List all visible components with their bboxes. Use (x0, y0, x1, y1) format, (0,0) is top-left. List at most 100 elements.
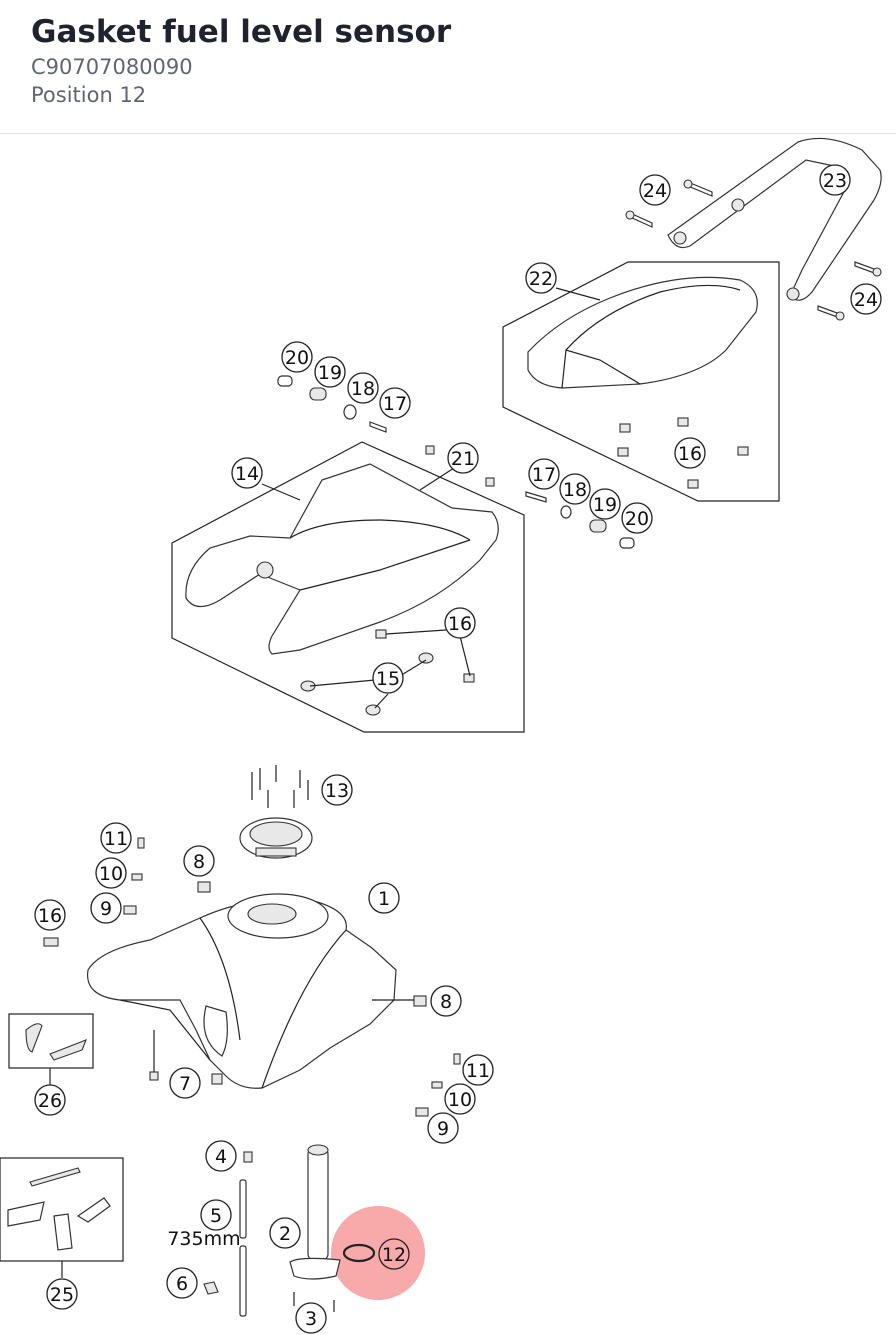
clips-16-upper (617, 417, 749, 489)
callout-7[interactable]: 7 (169, 1067, 201, 1099)
callout-18a[interactable]: 18 (347, 372, 379, 404)
fasteners-15-16 (300, 445, 495, 716)
callout-22[interactable]: 22 (525, 262, 557, 294)
callout-15[interactable]: 15 (372, 662, 404, 694)
svg-text:5: 5 (210, 1205, 222, 1227)
svg-text:8: 8 (440, 991, 452, 1013)
spacers-lower (525, 491, 635, 549)
svg-text:20: 20 (285, 347, 309, 369)
callout-16b[interactable]: 16 (444, 607, 476, 639)
svg-text:16: 16 (448, 613, 472, 635)
callout-16c[interactable]: 16 (34, 899, 66, 931)
callout-8b[interactable]: 8 (430, 985, 462, 1017)
callout-2[interactable]: 2 (269, 1217, 301, 1249)
svg-text:22: 22 (529, 268, 553, 290)
fuel-pump (289, 1144, 341, 1312)
svg-text:6: 6 (176, 1273, 188, 1295)
page-title: Gasket fuel level sensor (31, 14, 452, 50)
svg-text:25: 25 (50, 1284, 74, 1306)
svg-text:13: 13 (325, 780, 349, 802)
bolts-24 (625, 179, 882, 321)
callout-10a[interactable]: 10 (95, 857, 127, 889)
rider-seat (185, 463, 499, 655)
svg-text:16: 16 (38, 905, 62, 927)
svg-text:19: 19 (593, 494, 617, 516)
svg-text:9: 9 (437, 1118, 449, 1140)
svg-text:24: 24 (854, 289, 878, 311)
svg-text:2: 2 (279, 1223, 291, 1245)
seat-22-frame (502, 261, 780, 502)
callouts: 24 23 22 24 20 19 18 17 14 21 16 17 18 1… (34, 164, 882, 1334)
callout-14[interactable]: 14 (231, 457, 263, 489)
svg-text:20: 20 (625, 508, 649, 530)
callout-24b[interactable]: 24 (850, 283, 882, 315)
svg-text:10: 10 (99, 863, 123, 885)
callout-21[interactable]: 21 (447, 442, 479, 474)
svg-text:8: 8 (193, 851, 205, 873)
svg-text:7: 7 (179, 1073, 191, 1095)
callout-26[interactable]: 26 (34, 1084, 66, 1116)
callout-3[interactable]: 3 (295, 1302, 327, 1334)
callout-16a[interactable]: 16 (674, 437, 706, 469)
tank-small-parts (43, 837, 461, 1117)
callout-24a[interactable]: 24 (639, 174, 671, 206)
spacers-upper (277, 375, 387, 433)
svg-text:17: 17 (532, 464, 556, 486)
passenger-seat (527, 276, 758, 389)
svg-text:17: 17 (383, 393, 407, 415)
callout-19a[interactable]: 19 (314, 356, 346, 388)
callout-6[interactable]: 6 (166, 1267, 198, 1299)
callout-20a[interactable]: 20 (281, 341, 313, 373)
hoses (203, 1151, 253, 1317)
callout-4[interactable]: 4 (205, 1140, 237, 1172)
leader-lines (261, 287, 601, 709)
callout-17b[interactable]: 17 (528, 458, 560, 490)
svg-text:9: 9 (100, 898, 112, 920)
svg-text:4: 4 (215, 1146, 227, 1168)
callout-25[interactable]: 25 (46, 1278, 78, 1310)
svg-text:14: 14 (235, 463, 259, 485)
svg-text:11: 11 (466, 1060, 490, 1082)
callout-9b[interactable]: 9 (427, 1112, 459, 1144)
callout-13[interactable]: 13 (321, 774, 353, 806)
callout-12[interactable]: 12 (378, 1238, 410, 1270)
svg-text:19: 19 (318, 362, 342, 384)
svg-text:18: 18 (563, 479, 587, 501)
fuel-cap (239, 817, 313, 859)
svg-text:26: 26 (38, 1090, 62, 1112)
gasket-12 (342, 1243, 376, 1263)
callout-17a[interactable]: 17 (379, 387, 411, 419)
position-label: Position 12 (31, 83, 147, 107)
fuel-tank (87, 893, 397, 1089)
highlight-circle (331, 1206, 425, 1300)
callout-18b[interactable]: 18 (559, 473, 591, 505)
svg-text:12: 12 (382, 1244, 406, 1266)
svg-text:18: 18 (351, 378, 375, 400)
grab-handle (667, 137, 882, 301)
part-number: C90707080090 (31, 55, 193, 79)
callout-11a[interactable]: 11 (100, 822, 132, 854)
callout-9a[interactable]: 9 (90, 892, 122, 924)
svg-text:21: 21 (451, 448, 475, 470)
callout-5[interactable]: 5 (200, 1199, 232, 1231)
seat-14-frame (171, 441, 525, 733)
svg-text:1: 1 (378, 888, 390, 910)
page-header: Gasket fuel level sensor C90707080090 Po… (0, 0, 896, 134)
callout-8a[interactable]: 8 (183, 845, 215, 877)
svg-text:10: 10 (448, 1089, 472, 1111)
svg-text:3: 3 (305, 1308, 317, 1330)
hose-length-label: 735mm (167, 1228, 240, 1250)
box-26 (8, 1013, 94, 1069)
callout-1[interactable]: 1 (368, 882, 400, 914)
callout-11b[interactable]: 11 (462, 1054, 494, 1086)
callout-19b[interactable]: 19 (589, 488, 621, 520)
box-26-parts (25, 1023, 87, 1061)
box-25-parts (7, 1167, 111, 1251)
callout-23[interactable]: 23 (819, 164, 851, 196)
callout-20b[interactable]: 20 (621, 502, 653, 534)
svg-text:11: 11 (104, 828, 128, 850)
cap-bolts-13 (251, 765, 309, 808)
callout-10b[interactable]: 10 (444, 1083, 476, 1115)
svg-text:23: 23 (823, 170, 847, 192)
